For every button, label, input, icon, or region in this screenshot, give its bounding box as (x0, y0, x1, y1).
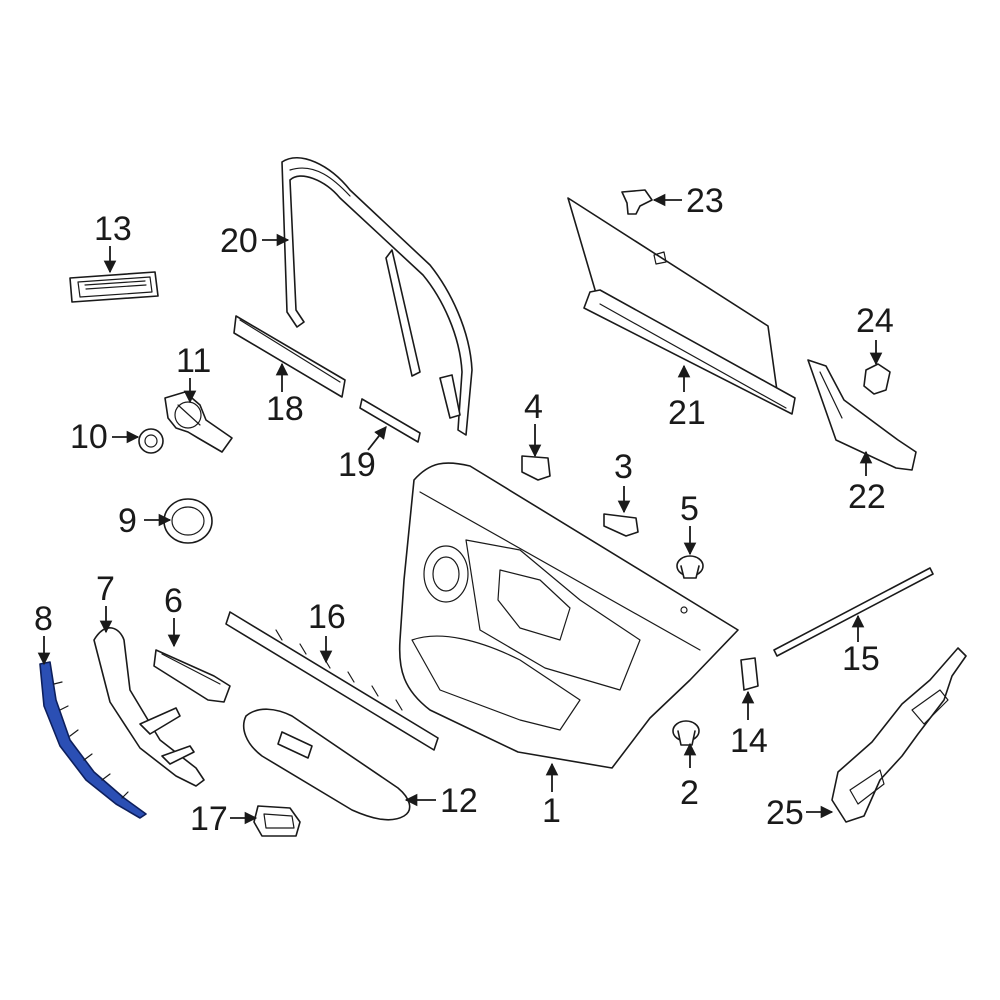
part-14-clip[interactable] (740, 657, 759, 691)
part-3-clip[interactable] (603, 513, 639, 537)
callout-20: 20 (220, 222, 258, 260)
callout-17: 17 (190, 800, 228, 838)
part-18-belt-molding[interactable] (233, 315, 346, 398)
callout-7: 7 (96, 570, 115, 608)
part-2-fastener[interactable] (672, 720, 700, 746)
callout-21: 21 (668, 394, 706, 432)
leader-lines (37, 193, 883, 825)
part-11-bracket[interactable] (164, 391, 233, 453)
callout-11: 11 (176, 342, 211, 380)
part-15-weatherstrip[interactable] (773, 567, 934, 657)
callout-1: 1 (542, 792, 561, 830)
part-21-sunshade[interactable] (567, 197, 796, 415)
part-5-fastener[interactable] (676, 555, 704, 579)
part-13-cover[interactable] (69, 271, 159, 303)
part-19-molding[interactable] (359, 398, 421, 443)
callout-10: 10 (70, 418, 108, 456)
callout-23: 23 (686, 182, 724, 220)
callout-6: 6 (164, 582, 183, 620)
callout-18: 18 (266, 390, 304, 428)
callout-15: 15 (842, 640, 880, 678)
part-12-armrest[interactable] (242, 708, 411, 821)
callout-24: 24 (856, 302, 894, 340)
callout-9: 9 (118, 502, 137, 540)
callout-19: 19 (338, 446, 376, 484)
part-8-trim-strip-highlighted[interactable] (39, 661, 147, 819)
part-17-switch[interactable] (253, 805, 301, 837)
callout-13: 13 (94, 210, 132, 248)
callout-8: 8 (34, 600, 53, 638)
part-9-speaker-ring[interactable] (163, 498, 213, 544)
callout-4: 4 (524, 388, 543, 426)
callout-5: 5 (680, 490, 699, 528)
callout-labels: 13 20 18 19 11 10 9 23 21 24 22 4 3 5 15… (34, 182, 894, 838)
part-25-water-shield[interactable] (831, 647, 967, 823)
leader-19 (367, 426, 387, 451)
part-1-door-panel[interactable] (398, 462, 739, 769)
part-10-clip[interactable] (138, 428, 164, 454)
part-4-clip[interactable] (521, 455, 551, 481)
callout-12: 12 (440, 782, 478, 820)
callout-14: 14 (730, 722, 768, 760)
callout-22: 22 (848, 478, 886, 516)
callout-2: 2 (680, 774, 699, 812)
part-20-window-seal[interactable] (281, 157, 473, 436)
part-23-clip[interactable] (621, 189, 653, 215)
callout-3: 3 (614, 448, 633, 486)
part-22-trim[interactable] (807, 359, 917, 471)
part-7-bracket[interactable] (93, 627, 205, 787)
callout-25: 25 (766, 794, 804, 832)
part-24-clip[interactable] (863, 363, 891, 395)
part-6-switch[interactable] (153, 649, 231, 703)
callout-16: 16 (308, 598, 346, 636)
